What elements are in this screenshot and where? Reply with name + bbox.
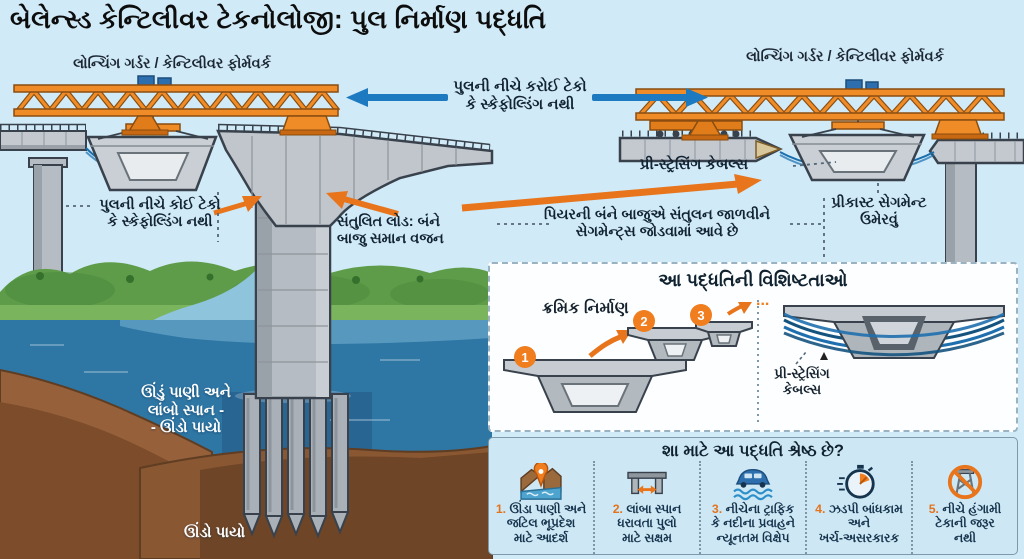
benefit-item-4: 4. ઝડપી બાંધકામ અને ખર્ચ-અસરકારક bbox=[805, 461, 911, 554]
cantilever-girder bbox=[216, 123, 494, 228]
distant-river bbox=[150, 268, 265, 322]
load-arrows bbox=[213, 174, 762, 217]
traffic-water-icon bbox=[730, 463, 776, 501]
no-support-top-label: પુલની નીચે કરોઈ ટેકો કે સ્કેફોલ્ડિંગ નથી bbox=[453, 78, 587, 113]
benefit-item-5: 5. નીચે હંગામી ટેકાની જરૂર નથી bbox=[911, 461, 1017, 554]
arrow-left-load bbox=[326, 191, 399, 217]
segment-step-1 bbox=[503, 359, 687, 413]
no-support-arrows bbox=[346, 88, 708, 107]
deep-foundation-label: ઊંડો પાયો bbox=[184, 524, 246, 541]
benefits-panel: શા માટે આ પદ્ધતિ શ્રેષ્ઠ છે? 1. ઊંડ bbox=[488, 437, 1018, 555]
arrow-right-load bbox=[461, 174, 762, 212]
benefit-item-3: 3. નીચેના ટ્રાફિક કે નદીના પ્રવાહને ન્યૂ… bbox=[699, 461, 805, 554]
features-graphics bbox=[503, 300, 1005, 426]
left-launching-girder bbox=[13, 75, 341, 136]
no-temporary-support-icon bbox=[942, 463, 988, 501]
step-badge-2: 2 bbox=[633, 310, 655, 332]
benefit-text: 3. નીચેના ટ્રાફિક કે નદીના પ્રવાહને ન્યૂ… bbox=[711, 502, 795, 545]
stopwatch-icon bbox=[836, 463, 882, 501]
left-girder-label: લોન્ચિંગ ગર્ડર / કેન્ટિલીવર ફોર્મવર્ક bbox=[73, 56, 271, 72]
cables-leader bbox=[795, 351, 807, 365]
left-pier bbox=[28, 157, 68, 276]
right-girder-label: લોન્ચિંગ ગર્ડર / કેન્ટિલીવર ફોર્મવર્ક bbox=[746, 49, 944, 65]
no-support-left-label: પુલની નીચે કોઈ ટેકો કે સ્કેફોલ્ડિંગ નથી bbox=[99, 197, 221, 231]
right-deck-a bbox=[618, 130, 783, 163]
spreader-beam bbox=[831, 121, 885, 130]
sequential-construction-label: ક્રમિક નિર્માણ bbox=[542, 300, 629, 317]
step-arrow-3 bbox=[726, 302, 752, 316]
arrow-toward-pier bbox=[213, 196, 262, 216]
long-span-bridge-icon bbox=[624, 463, 670, 501]
benefit-item-2: 2. લાંબા સ્પાન ધરાવતા પુલો માટે સક્ષમ bbox=[593, 461, 699, 554]
box-girder-cross-section bbox=[783, 305, 1005, 360]
benefit-text: 2. લાંબા સ્પાન ધરાવતા પુલો માટે સક્ષમ bbox=[612, 502, 682, 545]
segment-step-3 bbox=[695, 321, 753, 347]
step-badge-3: 3 bbox=[690, 304, 712, 326]
steps-ellipsis: ... bbox=[756, 292, 770, 309]
benefit-text: 5. નીચે હંગામી ટેકાની જરૂર નથી bbox=[928, 502, 1002, 545]
step-badge-1: 1 bbox=[514, 346, 536, 368]
benefits-panel-title: શા માટે આ પદ્ધતિ શ્રેષ્ઠ છે? bbox=[662, 442, 844, 460]
features-panel-title: આ પદ્ધતિની વિશિષ્ટતાઓ bbox=[658, 270, 848, 290]
right-launching-girder bbox=[635, 79, 1005, 141]
deep-water-label: ઊંડું પાણી અને લાંબો સ્પાન - - ઊંડો પાયો bbox=[141, 384, 231, 437]
terrain-pin-icon bbox=[518, 463, 564, 501]
decks bbox=[0, 123, 1024, 228]
panel-cables-label: પ્રી-સ્ટ્રેસિંગ કેબલ્સ bbox=[774, 366, 830, 398]
left-deck bbox=[0, 123, 87, 151]
precast-segment-label: પ્રીકાસ્ટ સેગમેન્ટ ઉમેરવું bbox=[831, 195, 927, 229]
segment-step-2 bbox=[627, 327, 723, 361]
balanced-load-label: સંતુલિત લોડ: બંને બાજુ સમાન વજન bbox=[337, 214, 444, 248]
prestressing-label: પ્રી-સ્ટ્રેસિંગ કેબલ્સ bbox=[639, 156, 749, 173]
features-panel: આ પદ્ધતિની વિશિષ્ટતાઓ ક્રમિક નિર્માણ bbox=[488, 262, 1018, 432]
left-hanging-segment bbox=[86, 116, 218, 192]
pier-balance-label: પિયરની બંને બાજુએ સંતુલન જાળવીને સેગમેન્… bbox=[543, 207, 771, 241]
page-title: બેલેન્સ્ડ કેન્ટિલીવર ટેકનોલોજી: પુલ નિર્… bbox=[10, 4, 547, 34]
pile-foundation bbox=[242, 393, 350, 539]
leader-lines bbox=[66, 161, 879, 260]
step-arrow-1 bbox=[588, 330, 632, 358]
benefit-text: 4. ઝડપી બાંધકામ અને ખર્ચ-અસરકારક bbox=[815, 502, 903, 545]
benefits-columns: 1. ઊંડા પાણી અને જટિલ ભૂપ્રદેશ માટે આદર્… bbox=[489, 461, 1017, 554]
benefit-item-1: 1. ઊંડા પાણી અને જટિલ ભૂપ્રદેશ માટે આદર્… bbox=[489, 461, 593, 554]
right-deck-b bbox=[928, 132, 1024, 165]
right-hanging-segment bbox=[787, 118, 926, 182]
benefit-text: 1. ઊંડા પાણી અને જટિલ ભૂપ્રદેશ માટે આદર્… bbox=[495, 502, 587, 545]
right-pier bbox=[940, 153, 982, 269]
